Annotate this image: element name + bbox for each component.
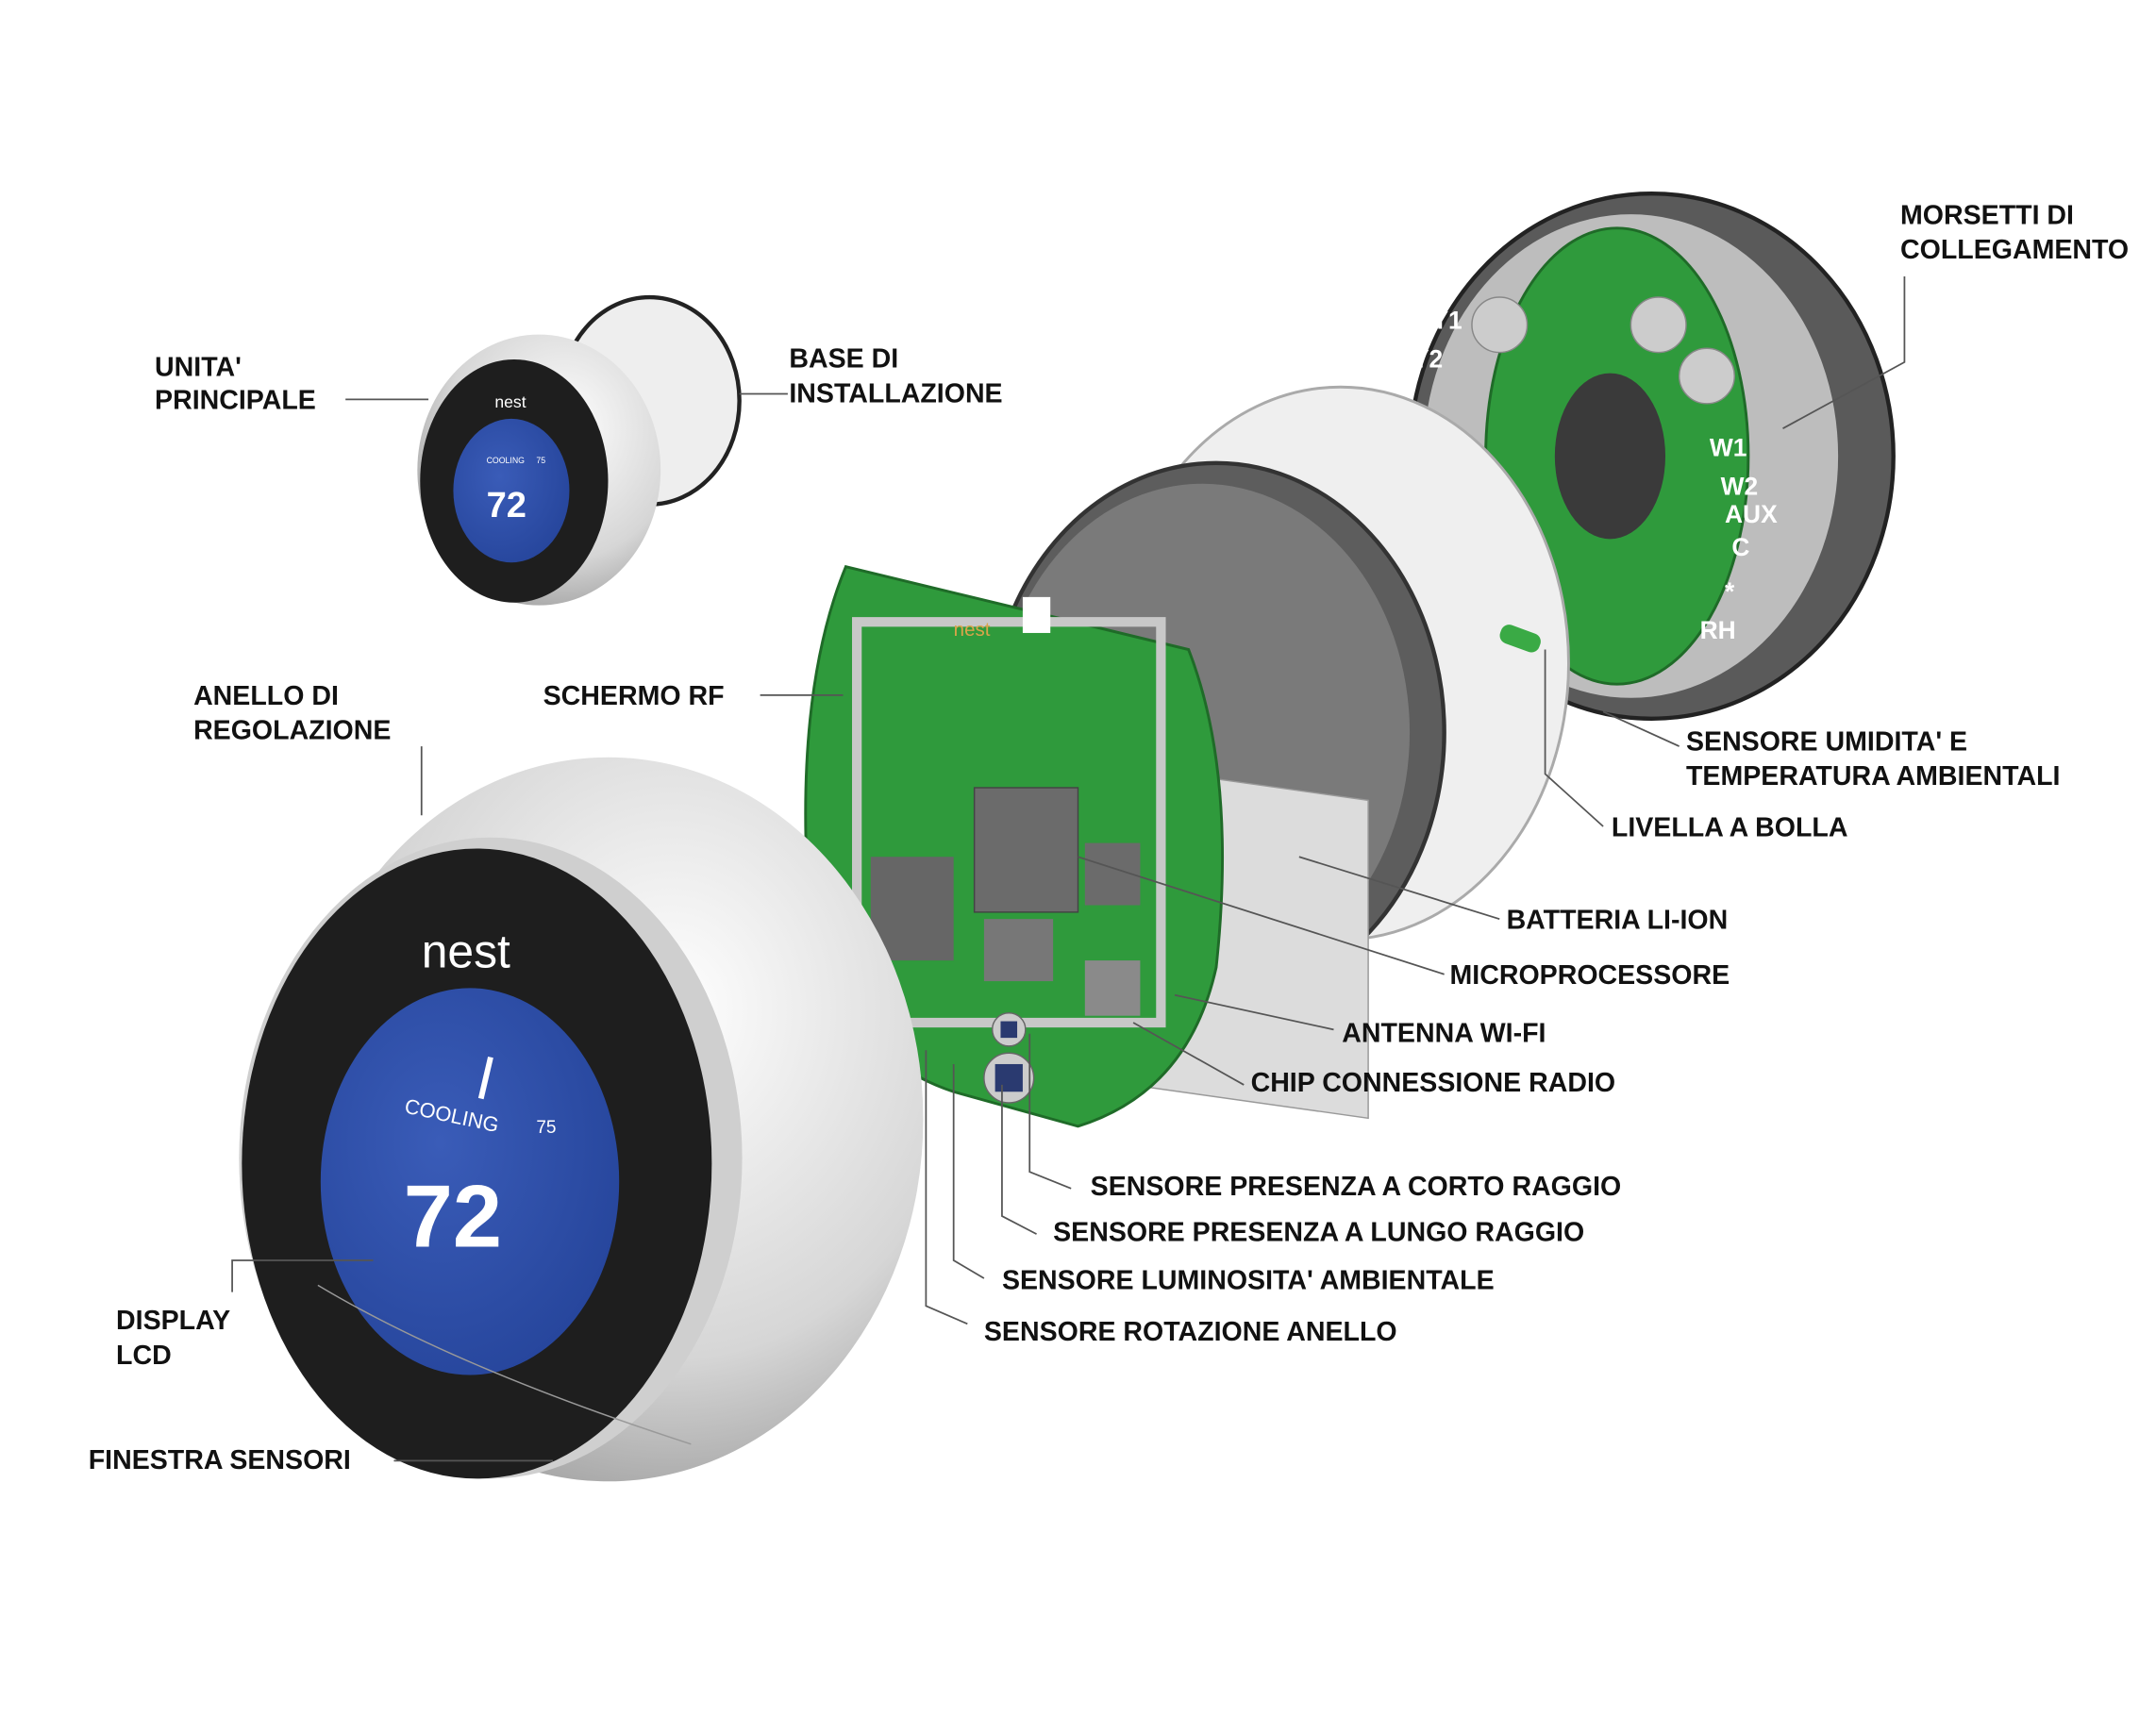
label-base-2: INSTALLAZIONE xyxy=(789,378,1002,408)
label-terminals-1: MORSETTI DI xyxy=(1900,200,2074,230)
terminal-aux: AUX xyxy=(1725,500,1778,528)
terminal-w2: W2 xyxy=(1721,472,1759,500)
lcd-display xyxy=(320,988,620,1375)
label-light-sensor: SENSORE LUMINOSITA' AMBIENTALE xyxy=(1002,1266,1495,1296)
label-main-unit-1: UNITA' xyxy=(155,353,242,383)
label-wifi-antenna: ANTENNA WI-FI xyxy=(1342,1019,1546,1049)
terminal-rh: RH xyxy=(1700,616,1736,644)
leader-lines xyxy=(231,276,1906,1462)
terminal-w1: W1 xyxy=(1710,433,1747,461)
terminal-y2: Y2 xyxy=(1412,345,1443,374)
sensor-window xyxy=(317,1284,692,1445)
small-target: 75 xyxy=(536,456,545,465)
large-main-unit: nest COOLING 72 75 xyxy=(239,757,924,1482)
microprocessor-chip xyxy=(973,787,1079,913)
small-temperature: 72 xyxy=(487,486,526,525)
nest-logo: nest xyxy=(422,925,510,977)
label-terminals-2: COLLEGAMENTO xyxy=(1900,235,2129,265)
label-humidity-2: TEMPERATURA AMBIENTALI xyxy=(1686,761,2060,792)
small-main-unit: nest COOLING 72 75 xyxy=(417,294,742,606)
display-temperature: 72 xyxy=(404,1166,502,1265)
label-ring-1: ANELLO DI xyxy=(193,681,339,711)
wiring-terminals: Y1 Y2 W1 W2 AUX C * RH xyxy=(1412,307,1778,644)
label-long-presence: SENSORE PRESENZA A LUNGO RAGGIO xyxy=(1053,1217,1584,1247)
label-display-1: DISPLAY xyxy=(116,1306,230,1336)
label-base-1: BASE DI xyxy=(789,344,898,375)
label-ring-2: REGOLAZIONE xyxy=(193,716,391,746)
label-rotation-sensor: SENSORE ROTAZIONE ANELLO xyxy=(984,1317,1397,1347)
terminal-y1: Y1 xyxy=(1431,307,1462,335)
label-radio-chip: CHIP CONNESSIONE RADIO xyxy=(1251,1068,1616,1098)
pcb-logo: nest xyxy=(954,619,991,641)
small-mode: COOLING xyxy=(487,456,526,465)
radio-chip xyxy=(1084,960,1141,1016)
label-rf-shield: SCHERMO RF xyxy=(543,681,725,711)
label-humidity-1: SENSORE UMIDITA' E xyxy=(1686,726,1967,757)
label-sensor-window: FINESTRA SENSORI xyxy=(89,1445,351,1475)
callout-labels: UNITA' PRINCIPALE BASE DI INSTALLAZIONE … xyxy=(89,200,2129,1475)
label-short-presence: SENSORE PRESENZA A CORTO RAGGIO xyxy=(1091,1172,1622,1202)
small-logo: nest xyxy=(494,392,526,411)
label-main-unit-2: PRINCIPALE xyxy=(155,386,316,416)
display-target: 75 xyxy=(536,1118,556,1138)
label-display-2: LCD xyxy=(116,1341,172,1371)
terminal-star: * xyxy=(1725,577,1735,606)
label-bubble-level: LIVELLA A BOLLA xyxy=(1612,812,1848,842)
label-microprocessor: MICROPROCESSORE xyxy=(1450,960,1730,991)
main-pcb: nest xyxy=(804,564,1225,1128)
terminal-c: C xyxy=(1731,533,1749,561)
label-battery: BATTERIA LI-ION xyxy=(1507,905,1729,935)
